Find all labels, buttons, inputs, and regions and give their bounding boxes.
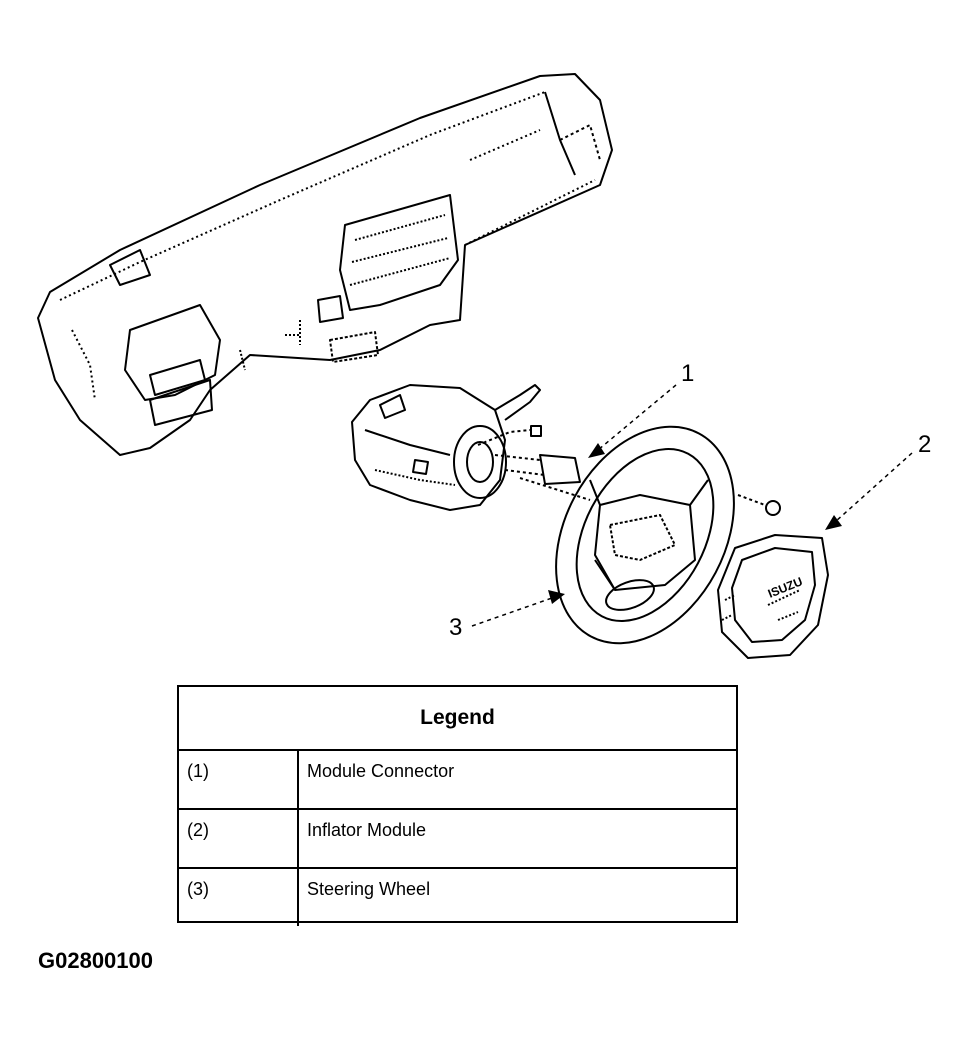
callout-1: 1 xyxy=(681,360,695,387)
legend-row-number: (3) xyxy=(179,869,299,926)
legend-row-number: (1) xyxy=(179,751,299,808)
legend-row: (2) Inflator Module xyxy=(179,810,736,869)
legend-row: (3) Steering Wheel xyxy=(179,869,736,926)
legend-title: Legend xyxy=(179,687,736,751)
legend-row-label: Module Connector xyxy=(307,761,455,781)
legend-row-label: Inflator Module xyxy=(307,820,427,840)
instrument-panel xyxy=(37,73,613,456)
callout-3-leader xyxy=(471,597,553,627)
legend-row-label: Steering Wheel xyxy=(307,879,431,899)
callout-2-leader xyxy=(834,452,913,523)
figure-id: G02800100 xyxy=(38,948,153,973)
callout-3: 3 xyxy=(449,614,463,641)
module-connector xyxy=(477,425,581,485)
legend-row-number: (2) xyxy=(179,810,299,867)
exploded-view-diagram: ISUZU xyxy=(37,73,913,659)
callout-1-arrowhead xyxy=(588,443,605,458)
callout-3-arrowhead xyxy=(548,590,565,604)
steering-column xyxy=(351,384,541,511)
legend-row: (1) Module Connector xyxy=(179,751,736,810)
legend-table: Legend (1) Module Connector (2) Inflator… xyxy=(177,685,738,926)
isuzu-logo: ISUZU xyxy=(766,574,805,600)
callout-2: 2 xyxy=(918,431,932,458)
inflator-module xyxy=(717,534,829,659)
steering-wheel xyxy=(519,425,781,645)
callout-2-arrowhead xyxy=(825,515,842,530)
callout-1-leader xyxy=(597,384,677,451)
